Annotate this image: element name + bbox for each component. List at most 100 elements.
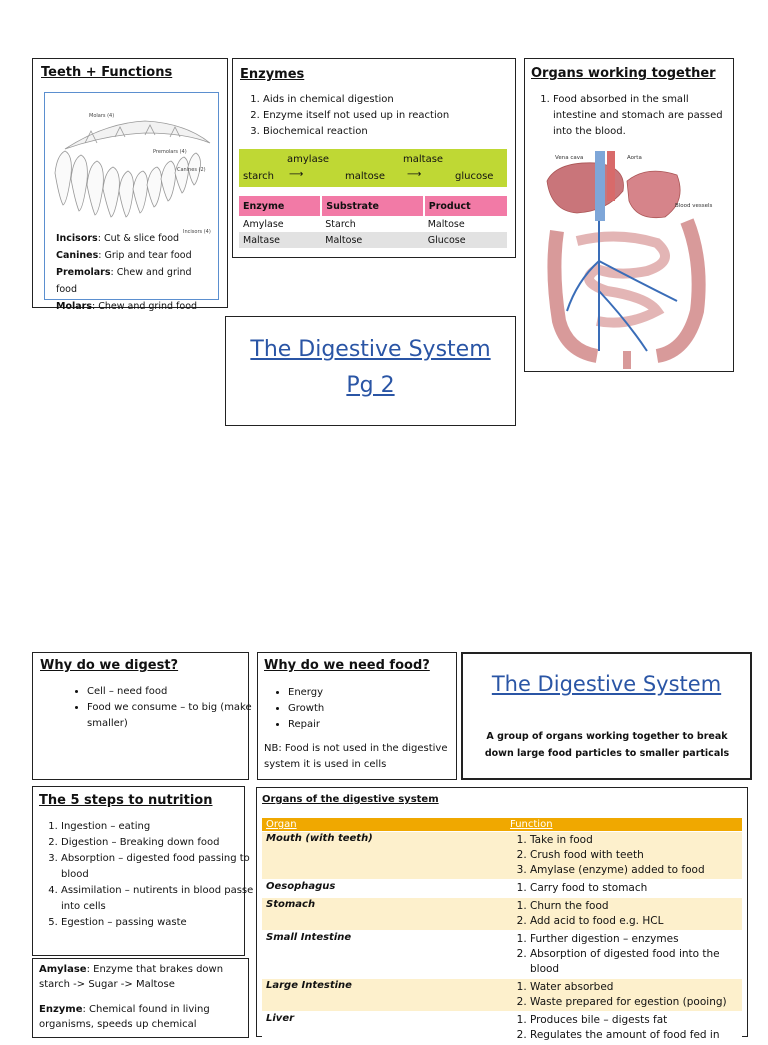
table-cell: Glucose	[427, 234, 466, 246]
list-item: Absorption of digested food into the blo…	[530, 947, 738, 977]
table-header: Product	[422, 196, 507, 216]
teeth-item: Incisors: Cut & slice food	[56, 233, 180, 244]
list-item: Churn the food	[530, 899, 738, 914]
list-item: Waste prepared for egestion (pooing)	[530, 995, 738, 1010]
enzymes-points: Aids in chemical digestion Enzyme itself…	[233, 92, 449, 140]
list-item: Digestion – Breaking down food	[61, 835, 267, 851]
enzyme-flow: amylase maltase starch ⟶ maltose ⟶ gluco…	[239, 149, 507, 187]
list-item: Crush food with teeth	[530, 848, 738, 863]
steps-list: Ingestion – eating Digestion – Breaking …	[31, 819, 267, 931]
organ-functions: Further digestion – enzymes Absorption o…	[506, 930, 742, 979]
organ-functions: Produces bile – digests fat Regulates th…	[506, 1011, 742, 1045]
arrow-icon: ⟶	[289, 169, 304, 180]
flow-glucose: glucose	[455, 171, 494, 182]
list-item: Egestion – passing waste	[61, 915, 267, 931]
table-row: Amylase Starch Maltose	[239, 216, 507, 232]
why-food-note: NB: Food is not used in the digestive sy…	[264, 743, 448, 770]
enzyme-table: Enzyme Substrate Product Amylase Starch …	[239, 196, 507, 248]
table-cell: Starch	[325, 218, 356, 230]
circulation-illustration	[546, 151, 706, 369]
why-digest-points: Cell – need food Food we consume – to bi…	[57, 684, 271, 732]
list-item: Food we consume – to big (make smaller)	[87, 700, 271, 732]
table-cell: Amylase	[243, 218, 284, 230]
steps-card: The 5 steps to nutrition Ingestion – eat…	[32, 786, 253, 956]
list-item: Add acid to food e.g. HCL	[530, 914, 738, 929]
page2-subtitle: Pg 2	[346, 373, 395, 398]
definition-amylase: Amylase: Enzyme that brakes down starch …	[39, 964, 224, 990]
organ-name: Oesophagus	[262, 879, 506, 898]
flow-enzyme-maltase: maltase	[403, 154, 444, 165]
list-item: Repair	[288, 717, 324, 733]
teeth-diagram: Molars (4) Premolars (4) Canines (2) Inc…	[44, 92, 219, 312]
table-cell: Maltose	[427, 218, 465, 230]
label-blood-vessels: Blood vessels	[675, 203, 713, 209]
organs-card: Organs of the digestive system Organ Fun…	[256, 787, 748, 1045]
teeth-label-premolars: Premolars (4)	[153, 149, 187, 155]
main-title-card: The Digestive System A group of organs w…	[461, 652, 752, 780]
table-row: Mouth (with teeth) Take in food Crush fo…	[262, 831, 742, 880]
teeth-item: Molars: Chew and grind food	[56, 301, 198, 312]
organ-name: Large Intestine	[262, 978, 506, 1012]
list-item: Take in food	[530, 833, 738, 848]
list-item: Further digestion – enzymes	[530, 932, 738, 947]
teeth-list: Incisors: Cut & slice food Canines: Grip…	[56, 230, 206, 315]
table-row: Oesophagus Carry food to stomach	[262, 879, 742, 898]
main-subtitle: A group of organs working together to br…	[484, 731, 730, 759]
label-aorta: Aorta	[627, 155, 642, 161]
why-food-points: Energy Growth Repair	[258, 685, 324, 733]
organs-together-points: Food absorbed in the small intestine and…	[523, 92, 735, 140]
definitions-card: Amylase: Enzyme that brakes down starch …	[32, 958, 249, 1038]
organ-name: Liver	[262, 1011, 506, 1045]
flow-maltose: maltose	[345, 171, 386, 182]
table-header: Function	[506, 818, 742, 832]
page2-title-card: The Digestive System Pg 2	[225, 316, 516, 426]
organs-together-card: Organs working together Food absorbed in…	[524, 58, 734, 372]
teeth-card: Teeth + Functions Molars (4) Premolars (…	[32, 58, 228, 312]
table-row: Small Intestine Further digestion – enzy…	[262, 930, 742, 979]
list-item: Energy	[288, 685, 324, 701]
organs-table: Organ Function Mouth (with teeth) Take i…	[262, 818, 742, 1045]
organ-functions: Churn the food Add acid to food e.g. HCL	[506, 897, 742, 931]
list-item: Food absorbed in the small intestine and…	[553, 92, 735, 140]
table-row: Maltase Maltose Glucose	[239, 232, 507, 248]
table-row: Liver Produces bile – digests fat Regula…	[262, 1011, 742, 1045]
table-cell: Maltase	[243, 234, 280, 246]
list-item: Biochemical reaction	[263, 124, 449, 140]
teeth-label-incisors: Incisors (4)	[183, 229, 211, 235]
enzymes-title: Enzymes	[240, 67, 305, 82]
steps-title: The 5 steps to nutrition	[39, 793, 213, 808]
label-vena-cava: Vena cava	[555, 155, 584, 161]
list-item: Produces bile – digests fat	[530, 1013, 738, 1028]
list-item: Ingestion – eating	[61, 819, 267, 835]
table-row: Stomach Churn the food Add acid to food …	[262, 897, 742, 931]
organ-functions: Water absorbed Waste prepared for egesti…	[506, 978, 742, 1012]
organ-name: Stomach	[262, 897, 506, 931]
organ-name: Small Intestine	[262, 930, 506, 979]
teeth-title: Teeth + Functions	[41, 65, 173, 80]
arrow-icon: ⟶	[407, 169, 422, 180]
list-item: Absorption – digested food passing to bl…	[61, 851, 267, 883]
why-food-title: Why do we need food?	[264, 658, 430, 673]
table-row: Large Intestine Water absorbed Waste pre…	[262, 978, 742, 1012]
list-item: Cell – need food	[87, 684, 271, 700]
organ-functions: Take in food Crush food with teeth Amyla…	[506, 831, 742, 880]
list-item: Water absorbed	[530, 980, 738, 995]
list-item: Growth	[288, 701, 324, 717]
enzymes-card: Enzymes Aids in chemical digestion Enzym…	[232, 58, 516, 258]
table-cell: Maltose	[325, 234, 363, 246]
list-item: Enzyme itself not used up in reaction	[263, 108, 449, 124]
page2-title: The Digestive System	[250, 337, 491, 362]
main-title: The Digestive System	[491, 672, 722, 696]
teeth-label-molars: Molars (4)	[89, 113, 115, 119]
organs-together-title: Organs working together	[531, 66, 716, 81]
teeth-label-canines: Canines (2)	[177, 167, 206, 173]
table-header: Substrate	[320, 196, 424, 216]
list-item: Aids in chemical digestion	[263, 92, 449, 108]
list-item: Assimilation – nutirents in blood passe …	[61, 883, 267, 915]
organ-name: Mouth (with teeth)	[262, 831, 506, 880]
organ-functions: Carry food to stomach	[506, 879, 742, 898]
why-food-card: Why do we need food? Energy Growth Repai…	[257, 652, 457, 780]
teeth-item: Canines: Grip and tear food	[56, 250, 192, 261]
flow-starch: starch	[243, 171, 274, 182]
definition-enzyme: Enzyme: Chemical found in living organis…	[39, 1004, 210, 1030]
